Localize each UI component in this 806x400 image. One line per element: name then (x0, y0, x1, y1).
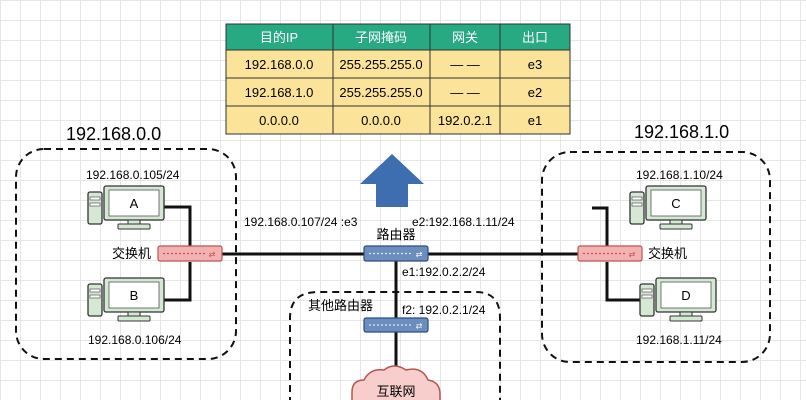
table-header-gateway: 网关 (452, 30, 478, 45)
table-header-exit: 出口 (522, 30, 548, 45)
right-network-title: 192.168.1.0 (634, 122, 729, 142)
table-cell: 192.168.1.0 (245, 85, 314, 100)
router-e1-label: e1:192.0.2.2/24 (402, 265, 486, 279)
left-network-area (15, 148, 237, 360)
pc-b-label: B (130, 288, 139, 303)
router-e3-label: 192.168.0.107/24 :e3 (244, 215, 358, 229)
router-icon (363, 317, 429, 333)
switch-icon (577, 245, 643, 262)
table-header-mask: 子网掩码 (355, 30, 407, 45)
router-icon (363, 245, 429, 262)
table-header-bg (225, 23, 571, 51)
left-switch[interactable]: ⇄ 交换机 (112, 245, 223, 262)
main-router[interactable]: ⇄ (363, 245, 429, 262)
router-e2-label: e2:192.168.1.11/24 (412, 215, 515, 229)
table-header-dest-ip: 目的IP (260, 30, 298, 45)
pc-c[interactable]: C (629, 185, 707, 230)
table-cell: e3 (528, 57, 542, 72)
router-label: 路由器 (376, 227, 415, 242)
switch-icon (157, 245, 223, 262)
internet-label: 互联网 (376, 384, 415, 399)
computer-icon (87, 185, 165, 230)
internet-cloud[interactable]: 互联网 (351, 365, 441, 400)
table-cell: e1 (528, 113, 542, 128)
pc-a-ip: 192.168.0.105/24 (86, 168, 180, 182)
table-cell: 192.0.2.1 (438, 113, 492, 128)
pc-a[interactable]: A (87, 185, 165, 230)
up-arrow-icon (360, 154, 424, 207)
pc-d-ip: 192.168.1.11/24 (636, 333, 722, 347)
svg-text:⇄: ⇄ (629, 250, 636, 259)
right-switch-label: 交换机 (648, 246, 687, 261)
left-network-title: 192.168.0.0 (66, 124, 161, 144)
cables (164, 205, 640, 368)
pc-d-label: D (681, 288, 690, 303)
right-network-area (541, 151, 771, 363)
pc-c-ip: 192.168.1.10/24 (636, 168, 723, 182)
computer-icon (87, 277, 165, 322)
table-cell: e2 (528, 85, 542, 100)
pc-a-label: A (130, 196, 139, 211)
table-cell: 255.255.255.0 (339, 57, 422, 72)
other-router-f2-label: f2: 192.0.2.1/24 (402, 303, 486, 317)
table-cell: 255.255.255.0 (339, 85, 422, 100)
table-cell: — — (450, 57, 480, 72)
table-cell: 192.168.0.0 (245, 57, 314, 72)
table-cell: — — (450, 85, 480, 100)
left-switch-label: 交换机 (112, 246, 151, 261)
pc-c-label: C (671, 196, 680, 211)
svg-text:⇄: ⇄ (416, 322, 423, 331)
pc-d[interactable]: D (639, 277, 717, 322)
computer-icon (629, 185, 707, 230)
route-table: 目的IP 子网掩码 网关 出口 192.168.0.0 255.255.255.… (225, 23, 571, 135)
computer-icon (639, 277, 717, 322)
cloud-icon (351, 365, 441, 400)
pc-b-ip: 192.168.0.106/24 (88, 333, 182, 347)
svg-text:⇄: ⇄ (416, 250, 423, 259)
other-router-label: 其他路由器 (308, 298, 373, 313)
right-switch[interactable]: ⇄ 交换机 (577, 245, 687, 262)
svg-text:⇄: ⇄ (209, 250, 216, 259)
table-cell: 0.0.0.0 (259, 113, 299, 128)
table-body-bg (225, 49, 571, 135)
table-cell: 0.0.0.0 (361, 113, 401, 128)
pc-b[interactable]: B (87, 277, 165, 322)
other-router[interactable]: ⇄ (363, 317, 429, 333)
